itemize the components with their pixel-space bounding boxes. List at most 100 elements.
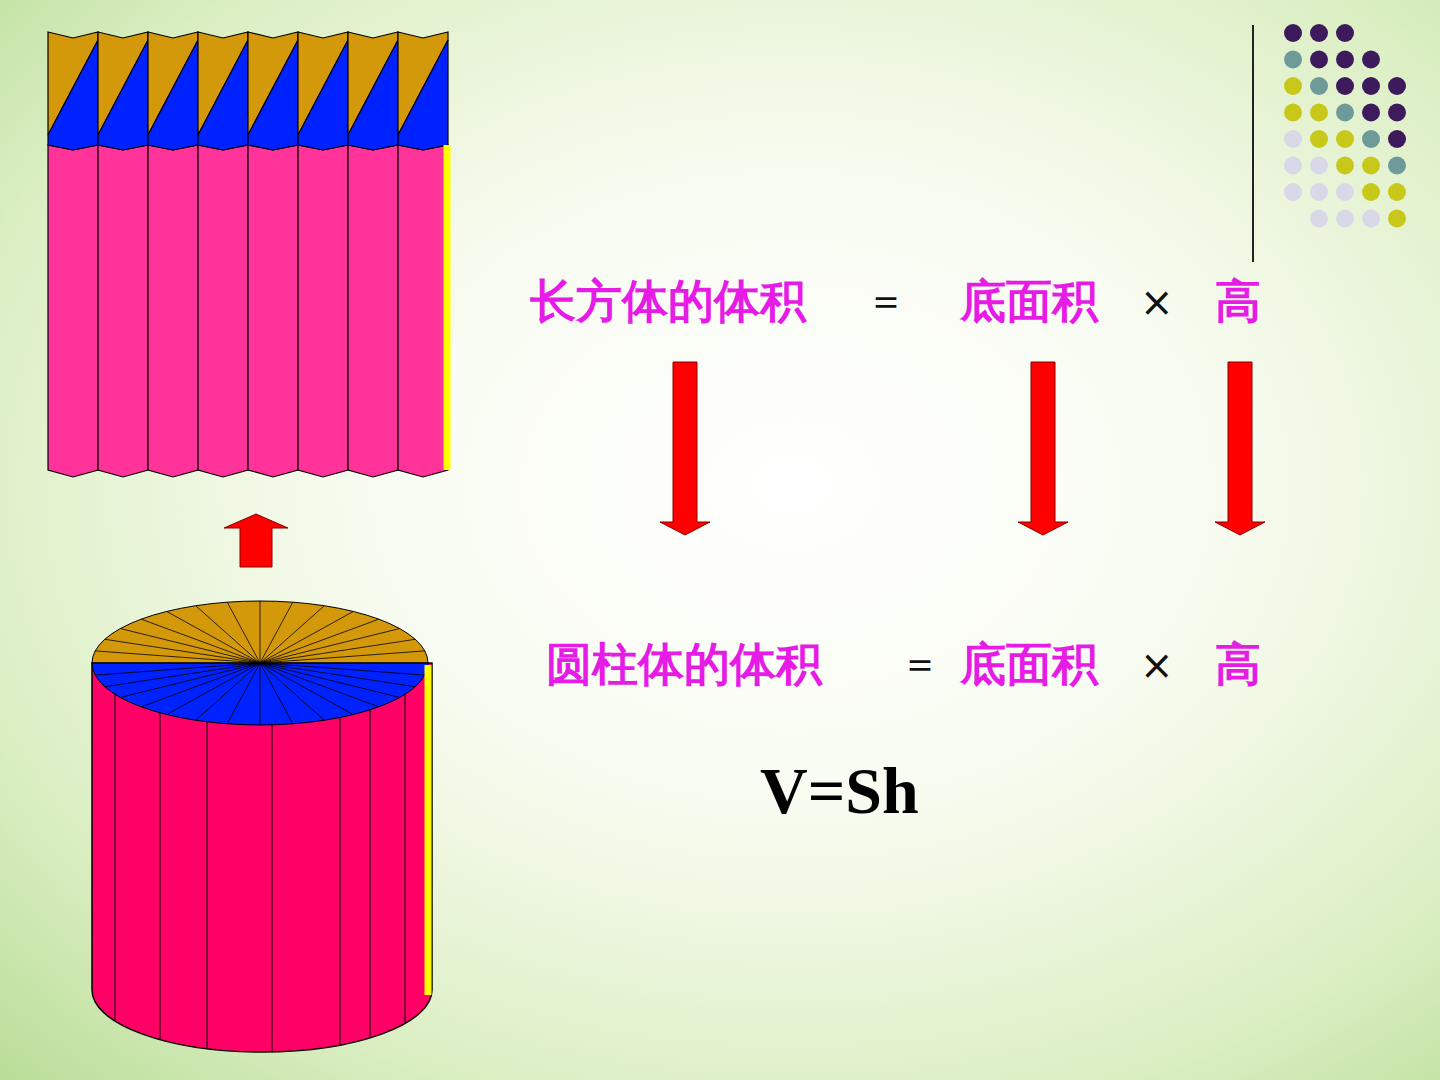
sector-line <box>92 663 260 664</box>
strip-top <box>48 40 98 150</box>
height-mark <box>444 145 451 470</box>
dot <box>1284 24 1302 42</box>
formula-term: 高 <box>1215 641 1261 687</box>
dot <box>1362 104 1380 122</box>
dot <box>1336 130 1354 148</box>
sector-line <box>227 602 260 663</box>
down-arrow <box>660 362 710 535</box>
operator: × <box>1140 282 1174 322</box>
formula-term: 底面积 <box>960 278 1098 324</box>
dot <box>1310 104 1328 122</box>
strip-top <box>348 40 398 150</box>
strip <box>298 145 348 477</box>
dot <box>1310 24 1328 42</box>
height-mark <box>425 665 432 995</box>
dot <box>1388 130 1406 148</box>
down-arrow <box>1018 362 1068 535</box>
dot <box>1362 210 1380 228</box>
strip <box>48 145 98 477</box>
strip-line <box>115 680 116 1021</box>
strip-line <box>370 680 371 1038</box>
dot <box>1336 77 1354 95</box>
dot <box>1336 24 1354 42</box>
strip-line <box>160 680 161 1040</box>
sector-line <box>260 663 293 724</box>
prism-strips <box>48 32 448 477</box>
dot <box>1388 183 1406 201</box>
sector-line <box>260 663 428 664</box>
dot <box>1362 77 1380 95</box>
dot <box>1336 157 1354 175</box>
dot <box>1310 51 1328 69</box>
dot <box>1362 157 1380 175</box>
strip <box>398 145 448 477</box>
formula-term: 长方体的体积 <box>530 278 806 324</box>
dot <box>1284 104 1302 122</box>
sector-line <box>260 651 425 663</box>
dot <box>1284 51 1302 69</box>
sector-line <box>260 601 261 663</box>
dot <box>1388 210 1406 228</box>
divider-line <box>1252 25 1254 262</box>
formula-term: 高 <box>1215 278 1261 324</box>
sector-line <box>95 663 260 675</box>
dot <box>1284 130 1302 148</box>
strip-top <box>198 40 248 150</box>
sector-line <box>260 663 379 707</box>
formula: V=Sh <box>760 758 919 824</box>
dot <box>1336 51 1354 69</box>
strip <box>348 145 398 477</box>
strip-top <box>298 40 348 150</box>
dot <box>1284 77 1302 95</box>
strip-top <box>248 40 298 150</box>
formula-term: 底面积 <box>960 641 1098 687</box>
operator: ＝ <box>866 280 906 320</box>
strip-top <box>398 40 448 150</box>
strip <box>198 145 248 477</box>
dot <box>1362 130 1380 148</box>
dot <box>1362 51 1380 69</box>
sector-line <box>105 639 260 663</box>
dot <box>1388 77 1406 95</box>
dot <box>1310 210 1328 228</box>
sector-line <box>260 663 261 725</box>
strip-top <box>98 40 148 150</box>
dot <box>1336 104 1354 122</box>
sector-line <box>260 663 324 720</box>
sector-line <box>260 639 415 663</box>
sector-line <box>120 629 260 663</box>
dot <box>1388 104 1406 122</box>
sector-line <box>167 663 260 715</box>
dot <box>1336 183 1354 201</box>
dot <box>1362 183 1380 201</box>
down-arrows <box>660 362 1265 535</box>
dot <box>1284 157 1302 175</box>
sector-line <box>260 611 353 663</box>
dot <box>1310 183 1328 201</box>
dot <box>1336 210 1354 228</box>
sector-line <box>196 606 260 663</box>
dot-grid <box>1284 24 1406 228</box>
down-arrow <box>1215 362 1265 535</box>
dot <box>1388 157 1406 175</box>
dot <box>1310 130 1328 148</box>
sector-line <box>141 619 260 663</box>
up-arrow <box>224 514 288 567</box>
strip-line <box>340 680 341 1045</box>
dot <box>1310 157 1328 175</box>
strip <box>148 145 198 477</box>
operator: × <box>1140 645 1174 685</box>
strip-line <box>207 680 208 1049</box>
strip <box>248 145 298 477</box>
cylinder <box>92 601 432 1052</box>
sector-line <box>260 663 400 697</box>
operator: ＝ <box>900 643 940 683</box>
strip <box>98 145 148 477</box>
strip-line <box>405 680 406 1024</box>
strip-line <box>272 680 273 1052</box>
sector-line <box>260 619 379 663</box>
sector-line <box>141 663 260 707</box>
strip-top <box>148 40 198 150</box>
formula-term: 圆柱体的体积 <box>546 641 822 687</box>
